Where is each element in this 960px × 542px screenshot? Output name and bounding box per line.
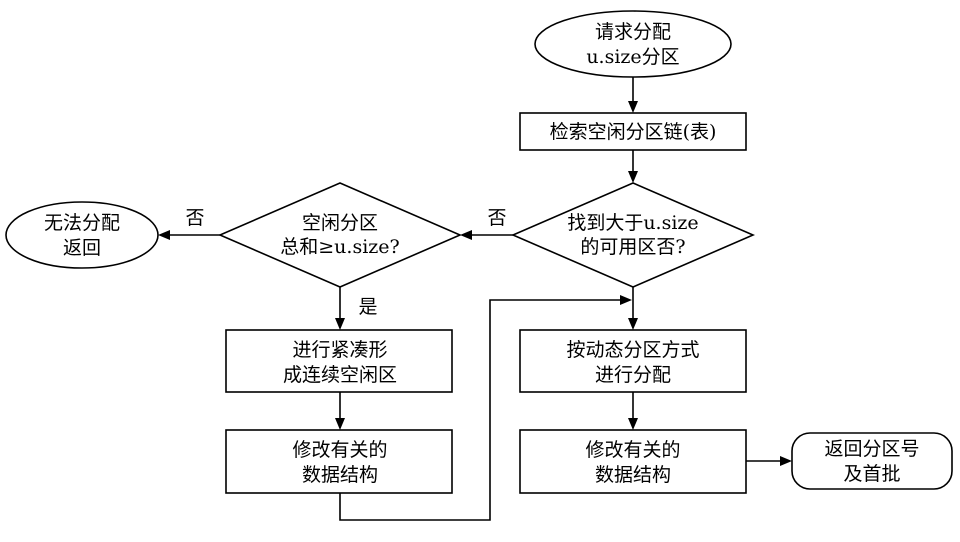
return-end-line-1: 返回分区号 <box>824 438 919 460</box>
arrowhead-total <box>460 230 472 240</box>
connectors <box>158 77 792 521</box>
compact-process-box: 进行紧凑形 成连续空闲区 <box>225 329 453 393</box>
allocate-process-line-1: 按动态分区方式 <box>566 339 699 361</box>
compact-process-line-1: 进行紧凑形 <box>292 339 387 361</box>
arrowhead-search <box>628 101 638 113</box>
fail-end-line-2: 返回 <box>63 237 101 259</box>
start-node-line-2: u.size分区 <box>586 46 679 68</box>
arrowhead-modify-left <box>335 418 345 430</box>
modify-right-line-2: 数据结构 <box>595 464 671 486</box>
modify-left-line-2: 数据结构 <box>302 464 378 486</box>
found-decision-diamond: 找到大于u.size 的可用区否? <box>510 182 756 288</box>
start-node-line-1: 请求分配 <box>595 21 671 43</box>
arrowhead-compact <box>335 318 345 330</box>
loop-modify-left-to-allocate <box>339 299 622 521</box>
total-decision-line-2: 总和≥u.size? <box>280 236 399 258</box>
fail-end-line-1: 无法分配 <box>44 212 120 234</box>
return-end-line-2: 及首批 <box>843 463 900 485</box>
total-yes-label: 是 <box>358 296 377 318</box>
start-node: 请求分配 u.size分区 <box>534 10 732 78</box>
found-decision-line-2: 的可用区否? <box>580 236 685 258</box>
arrowhead-modify-right <box>628 418 638 430</box>
search-process-box: 检索空闲分区链(表) <box>519 112 747 151</box>
found-decision-line-1: 找到大于u.size <box>567 212 698 234</box>
search-process-label: 检索空闲分区链(表) <box>550 121 717 143</box>
allocate-process-line-2: 进行分配 <box>595 364 671 386</box>
arrowhead-fail <box>158 230 170 240</box>
arrowhead-found <box>628 171 638 183</box>
modify-right-line-1: 修改有关的 <box>585 439 680 461</box>
arrowhead-loop <box>620 295 632 305</box>
allocate-process-box: 按动态分区方式 进行分配 <box>519 329 747 393</box>
found-no-label: 否 <box>487 207 506 229</box>
total-decision-line-1: 空闲分区 <box>302 212 378 234</box>
arrowhead-allocate <box>628 318 638 330</box>
modify-left-line-1: 修改有关的 <box>292 439 387 461</box>
return-end-node: 返回分区号 及首批 <box>791 432 953 490</box>
fail-end-node: 无法分配 返回 <box>5 201 159 269</box>
modify-left-process-box: 修改有关的 数据结构 <box>225 429 453 494</box>
arrowhead-return <box>780 456 792 466</box>
modify-right-process-box: 修改有关的 数据结构 <box>519 429 747 494</box>
compact-process-line-2: 成连续空闲区 <box>283 364 397 386</box>
total-no-label: 否 <box>185 207 204 229</box>
total-decision-diamond: 空闲分区 总和≥u.size? <box>217 182 463 288</box>
